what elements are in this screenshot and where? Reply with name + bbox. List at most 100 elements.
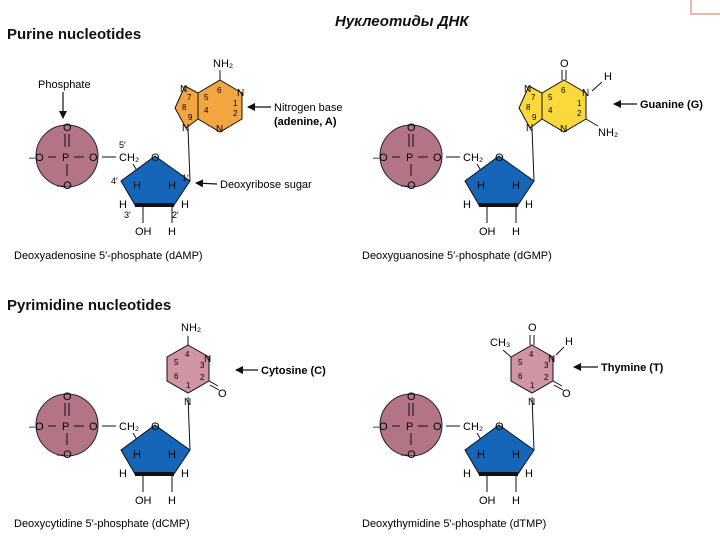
svg-text:1: 1 xyxy=(577,99,582,108)
svg-text:O: O xyxy=(433,152,442,164)
svg-text:4: 4 xyxy=(548,106,553,115)
adenine-five-ring xyxy=(174,85,199,129)
atom-h-1: H xyxy=(168,180,176,192)
svg-text:O: O xyxy=(407,122,416,134)
svg-text:6: 6 xyxy=(217,86,222,95)
svg-text:O: O xyxy=(562,388,571,400)
svg-text:H: H xyxy=(604,71,612,83)
svg-text:H: H xyxy=(525,199,533,211)
prime-4: 4′ xyxy=(111,176,118,186)
svg-text:H: H xyxy=(477,180,485,192)
deoxyribose-sugar: O H H H H OH H xyxy=(119,421,191,507)
atom-h-2: H xyxy=(181,199,189,211)
svg-text:P: P xyxy=(406,152,413,164)
svg-text:OH: OH xyxy=(479,495,496,507)
svg-text:N: N xyxy=(204,354,211,365)
svg-text:H: H xyxy=(512,226,520,238)
svg-text:6: 6 xyxy=(561,86,566,95)
svg-text:–O: –O xyxy=(373,152,388,164)
svg-text:2: 2 xyxy=(233,109,238,118)
svg-text:2: 2 xyxy=(544,373,549,382)
phosphate-group: O –O P O –O xyxy=(373,122,443,192)
caption-dcmp: Deoxycytidine 5′-phosphate (dCMP) xyxy=(14,518,190,530)
label-adenine: (adenine, A) xyxy=(274,116,337,128)
svg-text:NH₂: NH₂ xyxy=(181,322,201,334)
svg-text:5: 5 xyxy=(174,358,179,367)
guanine-base: O H NH₂ N N N N 6 5 4 1 2 7 8 9 xyxy=(518,58,618,139)
atom-o-top: O xyxy=(63,122,72,134)
svg-text:O: O xyxy=(218,388,227,400)
svg-text:5: 5 xyxy=(548,93,553,102)
atom-o-carbonyl: O xyxy=(560,58,569,70)
guanine-five-ring xyxy=(518,85,543,129)
sugar-arrow xyxy=(195,179,218,188)
label-thymine: Thymine (T) xyxy=(601,362,664,374)
adenine-base: NH₂ N N N N 6 5 4 1 2 7 8 9 xyxy=(174,58,244,135)
cytosine-base: NH₂ N N O 4 5 6 3 2 1 xyxy=(166,322,227,408)
prime-1: 1′ xyxy=(182,173,189,183)
svg-text:H: H xyxy=(168,495,176,507)
svg-text:9: 9 xyxy=(188,113,193,122)
svg-text:H: H xyxy=(512,180,520,192)
prime-5: 5′ xyxy=(119,140,126,150)
atom-p: P xyxy=(62,152,69,164)
deoxyribose-sugar: O H H H H OH H xyxy=(463,421,535,507)
caption-dtmp: Deoxythymidine 5′-phosphate (dTMP) xyxy=(362,518,546,530)
svg-text:7: 7 xyxy=(531,93,536,102)
dgmp-nucleotide: O –O P O –O CH₂ O H H H H OH H xyxy=(362,58,703,262)
caption-dgmp: Deoxyguanosine 5′-phosphate (dGMP) xyxy=(362,250,552,262)
slide-title: Нуклеотиды ДНК xyxy=(335,13,470,30)
svg-text:P: P xyxy=(406,421,413,433)
svg-text:O: O xyxy=(407,391,416,403)
svg-text:N: N xyxy=(524,84,531,95)
svg-text:NH₂: NH₂ xyxy=(598,127,618,139)
svg-text:1: 1 xyxy=(186,381,191,390)
atom-nh2: NH₂ xyxy=(213,58,233,70)
svg-text:6: 6 xyxy=(174,372,179,381)
corner-decoration-vertical xyxy=(690,0,692,14)
svg-text:–O: –O xyxy=(401,180,416,192)
phosphate-circle xyxy=(379,124,443,188)
atom-neg-o-bottom: –O xyxy=(57,180,72,192)
deoxyribose-sugar: O 4′ 1′ 3′ 2′ H H H H OH H xyxy=(111,152,191,238)
atom-neg-o-left: –O xyxy=(29,152,44,164)
svg-text:4: 4 xyxy=(185,350,190,359)
svg-text:2: 2 xyxy=(200,373,205,382)
deoxyribose-sugar: O H H H H OH H xyxy=(463,152,535,238)
prime-2: 2′ xyxy=(172,210,179,220)
phosphate-circle xyxy=(379,393,443,457)
svg-text:CH₂: CH₂ xyxy=(119,421,139,433)
svg-text:H: H xyxy=(512,449,520,461)
svg-text:O: O xyxy=(433,421,442,433)
svg-text:N: N xyxy=(560,124,567,135)
svg-text:6: 6 xyxy=(518,372,523,381)
phosphate-group: O –O P O –O xyxy=(29,391,99,461)
svg-text:H: H xyxy=(168,449,176,461)
svg-text:CH₂: CH₂ xyxy=(463,152,483,164)
svg-text:4: 4 xyxy=(529,350,534,359)
svg-text:O: O xyxy=(528,322,537,334)
svg-text:O: O xyxy=(495,421,504,433)
purine-heading: Purine nucleotides xyxy=(7,26,141,43)
svg-text:N: N xyxy=(526,123,533,134)
atom-oh: OH xyxy=(135,226,152,238)
svg-text:–O: –O xyxy=(401,449,416,461)
svg-text:1: 1 xyxy=(233,99,238,108)
svg-text:–O: –O xyxy=(57,449,72,461)
atom-h-4: H xyxy=(133,180,141,192)
svg-text:OH: OH xyxy=(479,226,496,238)
label-phosphate: Phosphate xyxy=(38,79,91,91)
svg-text:3: 3 xyxy=(200,361,205,370)
svg-text:8: 8 xyxy=(526,103,531,112)
svg-text:P: P xyxy=(62,421,69,433)
thymine-base: O CH₃ H N N O 4 5 6 3 2 1 xyxy=(490,322,573,408)
svg-text:H: H xyxy=(181,468,189,480)
svg-text:H: H xyxy=(565,336,573,348)
svg-text:5: 5 xyxy=(204,93,209,102)
svg-text:O: O xyxy=(495,152,504,164)
svg-text:H: H xyxy=(525,468,533,480)
svg-text:7: 7 xyxy=(187,93,192,102)
svg-text:CH₃: CH₃ xyxy=(490,337,510,349)
dcmp-nucleotide: O –O P O –O CH₂ O H H H H OH H xyxy=(14,322,326,530)
